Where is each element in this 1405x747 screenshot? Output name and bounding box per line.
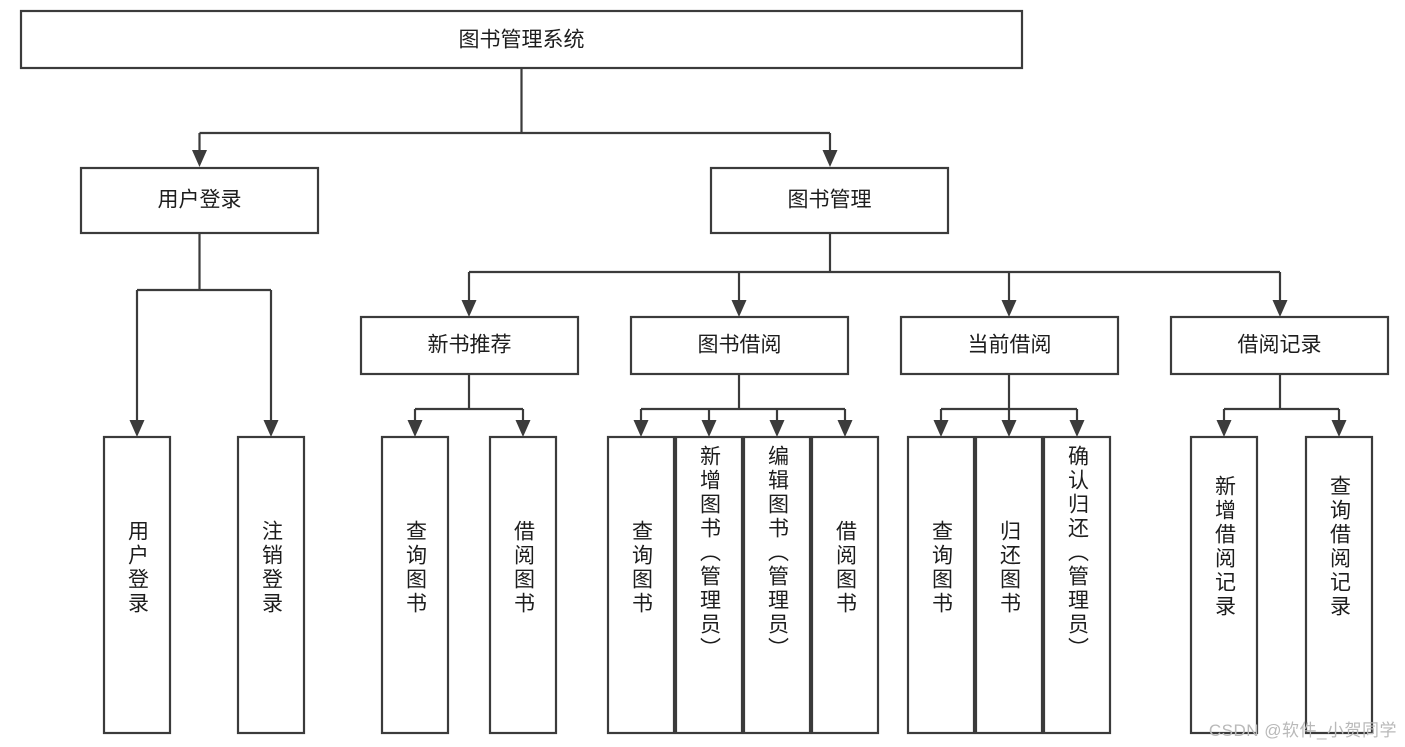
node-current-borrow-box[interactable] [899,315,1120,376]
connector-group-root-to-level2 [192,68,838,167]
node-leaf-box[interactable] [1189,435,1259,735]
arrow-head-icon [769,420,785,437]
node-leaf-label: 查询图书 [404,520,428,616]
connector-group-userlogin-to-leaves [129,233,279,437]
node-leaf-add-book-admin[interactable]: 新增图书（管理员） [674,435,744,735]
node-leaf-label: 确认归还（管理员） [1066,445,1090,661]
arrow-head-icon [837,420,853,437]
connector-group-bookmgmt-to-level3 [461,233,1288,317]
node-leaf-label: 新增图书（管理员） [698,445,722,661]
connector-group-borrowrecord-to-leaves [1216,374,1347,437]
node-leaf-box[interactable] [102,435,172,735]
node-book-management[interactable]: 图书管理 [709,166,950,235]
node-user-login-box[interactable] [79,166,320,235]
node-book-borrow-label: 图书借阅 [698,334,782,357]
node-leaf-label: 查询图书 [630,520,654,616]
node-leaf-label: 借阅图书 [834,520,858,616]
node-leaf-box[interactable] [380,435,450,735]
arrow-head-icon [461,300,477,317]
arrow-head-icon [129,420,145,437]
node-user-login-label: 用户登录 [158,189,242,212]
node-leaf-label: 查询图书 [930,520,954,616]
node-new-book-recommend-label: 新书推荐 [428,334,512,357]
node-leaf-return-book[interactable]: 归还图书 [974,435,1044,735]
arrow-head-icon [1069,420,1085,437]
arrow-head-icon [933,420,949,437]
node-leaf-label: 归还图书 [998,520,1022,616]
node-leaf-borrow-book-recommend[interactable]: 借阅图书 [488,435,558,735]
node-leaf-box[interactable] [742,435,812,735]
node-borrow-record-box[interactable] [1169,315,1390,376]
node-borrow-record[interactable]: 借阅记录 [1169,315,1390,376]
node-leaf-add-borrow-record[interactable]: 新增借阅记录 [1189,435,1259,735]
node-current-borrow-label: 当前借阅 [968,334,1052,357]
node-book-borrow[interactable]: 图书借阅 [629,315,850,376]
connector-group-bookborrow-to-leaves [633,374,853,437]
node-leaf-box[interactable] [906,435,976,735]
csdn-watermark: CSDN @软件_小贺同学 [1208,721,1397,740]
node-leaf-logout[interactable]: 注销登录 [236,435,306,735]
arrow-head-icon [1216,420,1232,437]
node-borrow-record-label: 借阅记录 [1238,334,1322,357]
node-leaf-user-login[interactable]: 用户登录 [102,435,172,735]
node-leaf-box[interactable] [488,435,558,735]
node-root-label: 图书管理系统 [459,29,585,52]
node-book-management-label: 图书管理 [788,189,872,212]
arrow-head-icon [822,150,838,167]
node-leaf-label: 用户登录 [126,520,150,616]
node-new-book-recommend-box[interactable] [359,315,580,376]
node-leaf-box[interactable] [236,435,306,735]
arrow-head-icon [515,420,531,437]
connector-group-newbook-to-leaves [407,374,531,437]
node-current-borrow[interactable]: 当前借阅 [899,315,1120,376]
node-leaf-box[interactable] [606,435,676,735]
arrow-head-icon [1272,300,1288,317]
arrow-head-icon [633,420,649,437]
arrow-head-icon [1331,420,1347,437]
node-leaf-box[interactable] [1042,435,1112,735]
node-leaf-edit-book-admin[interactable]: 编辑图书（管理员） [742,435,812,735]
node-leaf-label: 新增借阅记录 [1213,475,1237,619]
node-leaf-label: 注销登录 [260,520,284,616]
connector-group-currentborrow-to-leaves [933,374,1085,437]
arrow-head-icon [407,420,423,437]
arrow-head-icon [263,420,279,437]
node-leaf-query-book[interactable]: 查询图书 [606,435,676,735]
node-book-borrow-box[interactable] [629,315,850,376]
node-new-book-recommend[interactable]: 新书推荐 [359,315,580,376]
arrow-head-icon [192,150,207,167]
node-leaf-box[interactable] [1304,435,1374,735]
node-leaf-label: 编辑图书（管理员） [766,445,790,661]
node-leaf-confirm-return-admin[interactable]: 确认归还（管理员） [1042,435,1112,735]
node-user-login[interactable]: 用户登录 [79,166,320,235]
node-root[interactable]: 图书管理系统 [19,9,1024,70]
node-leaf-query-book-current[interactable]: 查询图书 [906,435,976,735]
node-leaf-box[interactable] [974,435,1044,735]
arrow-head-icon [1001,420,1017,437]
node-leaf-query-book-recommend[interactable]: 查询图书 [380,435,450,735]
arrow-head-icon [1001,300,1017,317]
arrow-head-icon [731,300,747,317]
arrow-head-icon [701,420,717,437]
node-book-management-box[interactable] [709,166,950,235]
node-leaf-label: 借阅图书 [512,520,536,616]
node-leaf-label: 查询借阅记录 [1328,475,1352,619]
node-leaf-query-borrow-record[interactable]: 查询借阅记录 [1304,435,1374,735]
node-leaf-box[interactable] [810,435,880,735]
node-leaf-box[interactable] [674,435,744,735]
node-root-box[interactable] [19,9,1024,70]
node-leaf-borrow-book[interactable]: 借阅图书 [810,435,880,735]
